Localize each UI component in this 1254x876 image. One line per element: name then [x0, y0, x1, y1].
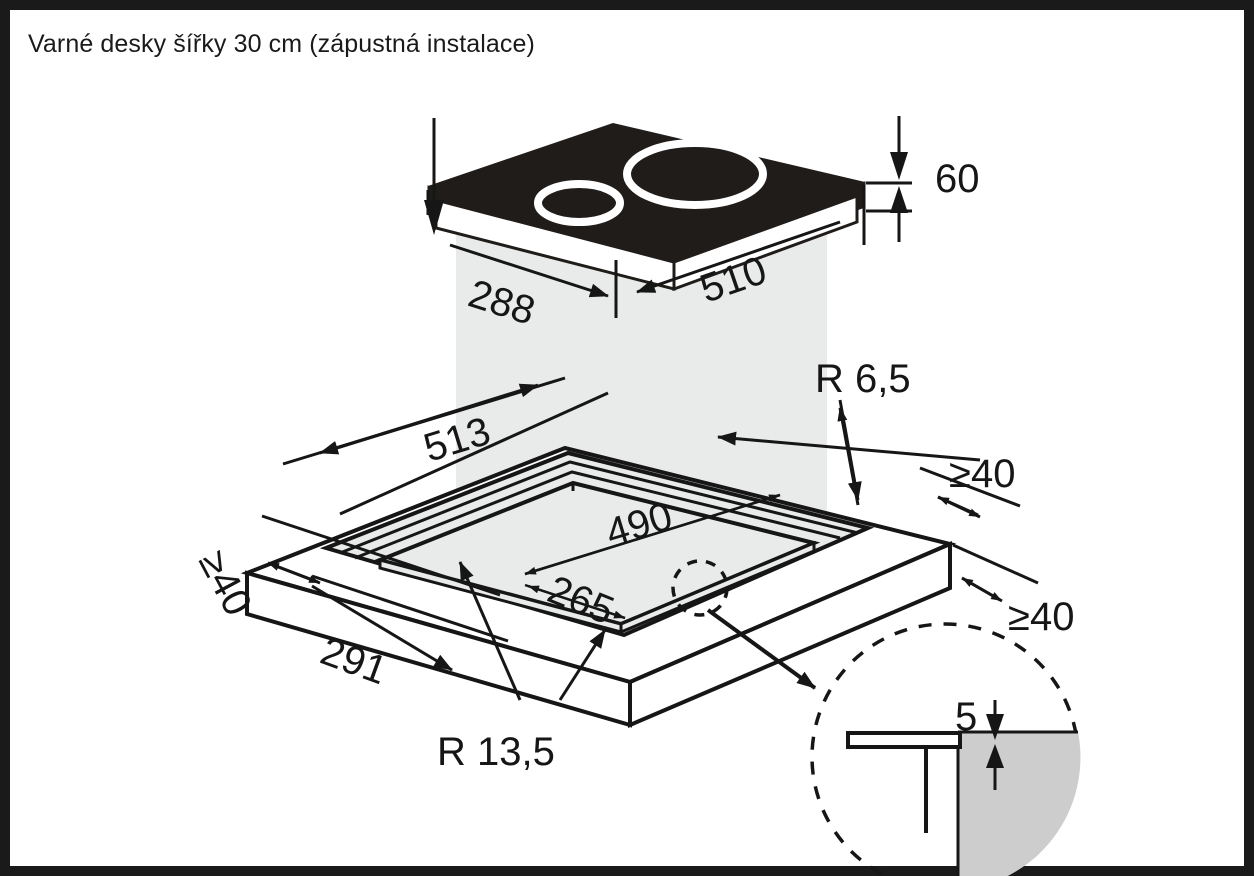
dim-label-60: 60: [935, 157, 980, 201]
cutout-rim-line-a: [339, 460, 859, 555]
slab-right-face: [628, 540, 952, 729]
detail-callout: 5: [810, 622, 1081, 876]
dim-label-clearance-right-top: ≥40: [949, 452, 1015, 496]
dim-label-r65: R 6,5: [815, 357, 911, 401]
countertop-slab: [240, 445, 957, 729]
detail-hob-plate: [846, 731, 962, 749]
detail-marker-circle-icon: [671, 559, 729, 617]
dim-label-5: 5: [955, 695, 977, 739]
detail-counter-block: [958, 732, 1081, 876]
dim-clearance-right-bottom-40: ≥40: [952, 543, 1074, 639]
burner-ring-large-icon: [623, 139, 767, 209]
detail-marker: [671, 559, 817, 690]
dim-hob-height-60: 60: [866, 116, 980, 242]
page-title: Varné desky šířky 30 cm (zápustná instal…: [28, 30, 535, 58]
dim-label-r135: R 13,5: [437, 730, 555, 774]
dim-clearance-right-top-40: ≥40: [919, 452, 1021, 519]
callout-r65: R 6,5: [717, 357, 981, 506]
burner-ring-small-icon: [534, 180, 624, 226]
hob-glass-top: [428, 123, 865, 250]
dim-label-clearance-right-bottom: ≥40: [1008, 595, 1074, 639]
callout-r135: R 13,5: [437, 561, 607, 774]
cutout-rim-line-b: [354, 470, 841, 560]
